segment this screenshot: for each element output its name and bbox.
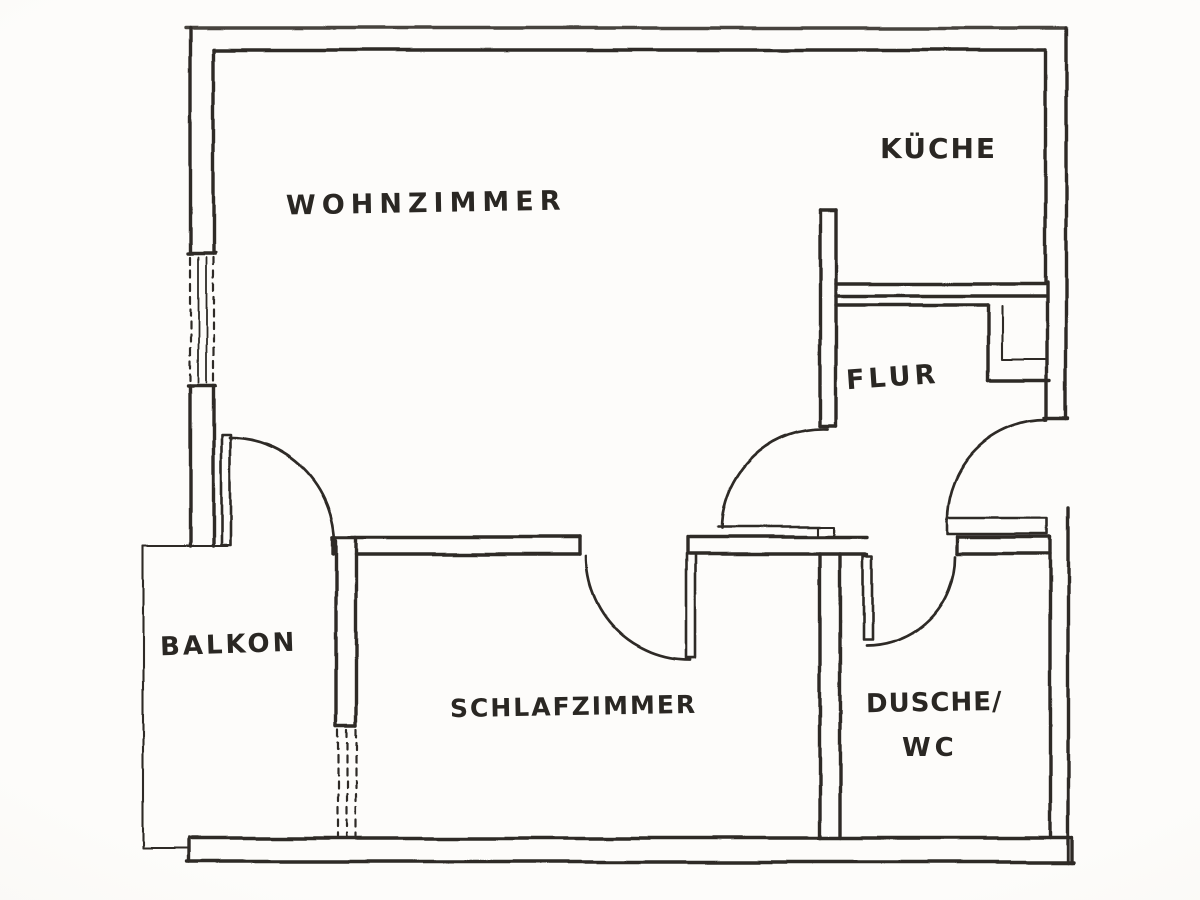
bedroom-door-leaf xyxy=(684,552,697,660)
living-room-window xyxy=(186,251,217,388)
room-label-balkon: BALKON xyxy=(159,627,298,663)
hallway-niche xyxy=(834,303,1052,383)
room-label-dusche-wc-line2: WC xyxy=(902,733,958,763)
room-label-flur: FLUR xyxy=(845,358,941,397)
bath-door xyxy=(861,554,957,648)
balcony-door-leaf xyxy=(219,433,232,547)
bath-door-swing-arc xyxy=(864,555,957,648)
niche-inner-line xyxy=(1000,304,1049,362)
hallway-living-door xyxy=(716,426,830,530)
room-label-kueche: KÜCHE xyxy=(880,132,998,165)
bedroom-door xyxy=(584,552,697,662)
room-label-wohnzimmer: WOHNZIMMER xyxy=(285,185,567,222)
entrance-door xyxy=(945,416,1070,536)
entrance-door-swing-arc xyxy=(945,418,1049,522)
bedroom-balcony-window xyxy=(336,727,358,838)
kitchen-walls xyxy=(818,208,1047,427)
hallway-door-jamb-block xyxy=(816,525,836,539)
outer-walls xyxy=(183,26,1076,864)
interior-walls xyxy=(331,525,1052,840)
balcony-outline xyxy=(141,544,229,850)
balcony-door-swing-arc xyxy=(227,436,337,546)
hallway-door-swing-arc xyxy=(720,426,830,530)
balcony-door xyxy=(219,433,337,547)
room-label-schlafzimmer: SCHLAFZIMMER xyxy=(449,689,698,724)
bedroom-door-swing-arc xyxy=(584,554,692,662)
bath-door-leaf xyxy=(861,554,874,642)
entrance-door-leaf xyxy=(945,516,1049,536)
room-label-dusche-wc-line1: DUSCHE/ xyxy=(865,686,1003,720)
